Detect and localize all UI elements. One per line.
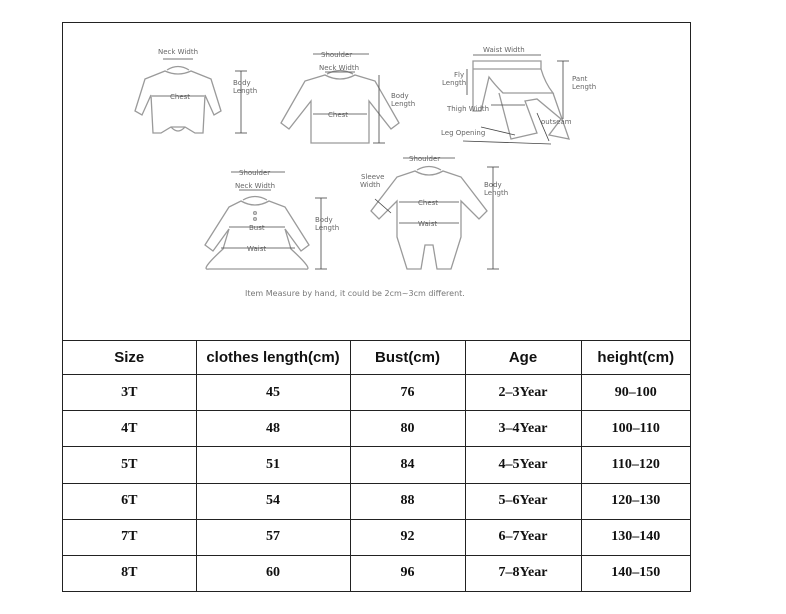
body-length-label-line-2: Length: [233, 87, 257, 95]
cell-age: 3–4Year: [464, 410, 582, 448]
cell-clothes-length: 57: [195, 518, 351, 556]
table-row: 5T 51 84 4–5Year 110–120: [63, 446, 690, 484]
shoulder-label: Shoulder: [321, 51, 352, 59]
measurement-illustrations: Neck Width Chest Body Length Shoulder Ne…: [134, 46, 596, 298]
table-row: 7T 57 92 6–7Year 130–140: [63, 518, 690, 556]
header-clothes-length: clothes length(cm): [195, 340, 351, 376]
neck-width-label: Neck Width: [235, 182, 275, 190]
cell-clothes-length: 51: [195, 446, 351, 484]
size-chart-frame: Neck Width Chest Body Length Shoulder Ne…: [62, 22, 691, 592]
long-sleeve-top-illustration: Shoulder Neck Width Chest Body Length: [280, 51, 415, 144]
body-length-label-line-2: Length: [484, 189, 508, 197]
cell-height: 100–110: [580, 410, 690, 448]
table-row: 3T 45 76 2–3Year 90–100: [63, 374, 690, 412]
cell-bust: 76: [349, 374, 466, 412]
body-length-label-line-1: Body: [391, 92, 409, 100]
sleeve-width-label-line-1: Sleeve: [361, 173, 384, 181]
header-size: Size: [63, 340, 197, 376]
cell-clothes-length: 54: [195, 482, 351, 520]
pant-length-label-line-1: Pant: [572, 75, 588, 83]
cell-size: 6T: [63, 482, 197, 520]
measurement-note: Item Measure by hand, it could be 2cm~3c…: [245, 289, 465, 298]
cell-height: 120–130: [580, 482, 690, 520]
romper-illustration: Shoulder Sleeve Width Chest Waist Body L…: [360, 155, 508, 270]
waist-label: Waist: [247, 245, 266, 253]
cell-height: 110–120: [580, 446, 690, 484]
cell-height: 140–150: [580, 554, 690, 591]
cell-age: 2–3Year: [464, 374, 582, 412]
table-row: 4T 48 80 3–4Year 100–110: [63, 410, 690, 448]
cell-age: 4–5Year: [464, 446, 582, 484]
sleeve-width-label-line-2: Width: [360, 181, 380, 189]
bust-label: Bust: [249, 224, 265, 232]
cell-clothes-length: 45: [195, 374, 351, 412]
measurement-diagram: Neck Width Chest Body Length Shoulder Ne…: [63, 23, 690, 341]
cell-bust: 92: [349, 518, 466, 556]
table-row: 8T 60 96 7–8Year 140–150: [63, 554, 690, 591]
body-length-label-line-2: Length: [391, 100, 415, 108]
thigh-width-label: Thigh Width: [446, 105, 489, 113]
table-row: 6T 54 88 5–6Year 120–130: [63, 482, 690, 520]
neck-width-label: Neck Width: [319, 64, 359, 72]
cell-bust: 80: [349, 410, 466, 448]
cell-bust: 84: [349, 446, 466, 484]
cell-clothes-length: 48: [195, 410, 351, 448]
cell-height: 90–100: [580, 374, 690, 412]
chest-label: Chest: [328, 111, 348, 119]
pant-length-label-line-2: Length: [572, 83, 596, 91]
cell-age: 6–7Year: [464, 518, 582, 556]
cell-size: 4T: [63, 410, 197, 448]
cell-clothes-length: 60: [195, 554, 351, 591]
waist-width-label: Waist Width: [483, 46, 525, 54]
table-header-row: Size clothes length(cm) Bust(cm) Age hei…: [63, 340, 690, 376]
cell-size: 5T: [63, 446, 197, 484]
shoulder-label: Shoulder: [239, 169, 270, 177]
fly-length-label-line-2: Length: [442, 79, 466, 87]
header-height: height(cm): [580, 340, 690, 376]
chest-label: Chest: [170, 93, 190, 101]
cell-size: 8T: [63, 554, 197, 591]
leg-opening-label: Leg Opening: [441, 129, 485, 137]
shoulder-label: Shoulder: [409, 155, 440, 163]
cell-age: 7–8Year: [464, 554, 582, 591]
cell-age: 5–6Year: [464, 482, 582, 520]
header-age: Age: [464, 340, 582, 376]
header-bust: Bust(cm): [349, 340, 466, 376]
pants-illustration: Waist Width Fly Length Thigh Width Leg O…: [441, 46, 596, 145]
chest-label: Chest: [418, 199, 438, 207]
neck-width-label: Neck Width: [158, 48, 198, 56]
body-length-label-line-1: Body: [484, 181, 502, 189]
cell-bust: 96: [349, 554, 466, 591]
cell-bust: 88: [349, 482, 466, 520]
body-length-label-line-1: Body: [233, 79, 251, 87]
fly-length-label-line-1: Fly: [454, 71, 464, 79]
cell-height: 130–140: [580, 518, 690, 556]
dress-illustration: Shoulder Neck Width Bust Waist Body Leng…: [204, 169, 339, 270]
cell-size: 7T: [63, 518, 197, 556]
outseam-label: outseam: [541, 118, 572, 126]
body-length-label-line-1: Body: [315, 216, 333, 224]
bodysuit-illustration: Neck Width Chest Body Length: [134, 48, 257, 134]
cell-size: 3T: [63, 374, 197, 412]
size-table: Size clothes length(cm) Bust(cm) Age hei…: [63, 340, 690, 591]
waist-label: Waist: [418, 220, 437, 228]
body-length-label-line-2: Length: [315, 224, 339, 232]
